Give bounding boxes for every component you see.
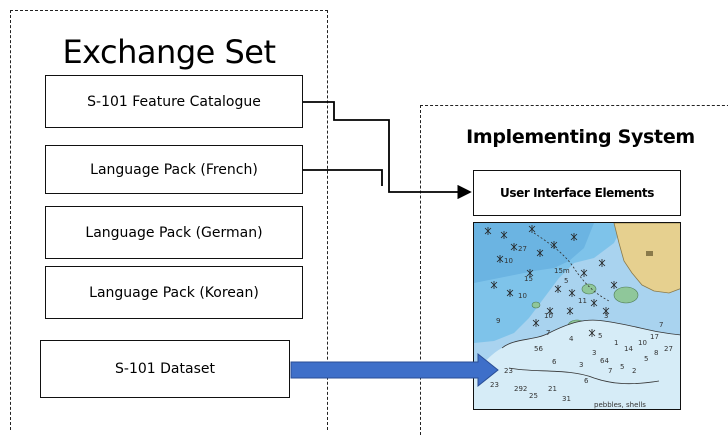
depth-sounding: 15m	[554, 267, 570, 275]
s101-dataset-box: S-101 Dataset	[40, 340, 290, 398]
island-1	[581, 283, 597, 295]
implementing-system-title: Implementing System	[466, 126, 695, 148]
depth-sounding: 4	[569, 335, 574, 343]
rock-icon	[510, 243, 518, 251]
depth-sounding: 7	[546, 329, 550, 337]
rock-icon	[546, 307, 554, 315]
rock-icon	[496, 255, 504, 263]
depth-sounding: 6	[584, 377, 589, 385]
ui-elements-label: User Interface Elements	[500, 186, 654, 200]
lower-contour-line	[508, 367, 660, 385]
exchange-set-title: Exchange Set	[62, 33, 276, 71]
depth-sounding: 11	[578, 297, 587, 305]
rock-icon	[484, 227, 492, 235]
rock-icon	[532, 319, 540, 327]
depth-sounding: 10	[544, 312, 553, 320]
rock-icon	[568, 289, 576, 297]
depth-sounding: 27	[518, 245, 527, 253]
depth-sounding: 17	[650, 333, 659, 341]
depth-sounding: 1	[614, 339, 618, 347]
depth-sounding: 10	[518, 292, 527, 300]
depth-sounding: 64	[600, 357, 609, 365]
rock-icon	[598, 259, 606, 267]
depth-sounding: 5	[598, 332, 602, 340]
depth-sounding: 23	[504, 367, 513, 375]
rock-icon	[580, 269, 588, 277]
depth-sounding: 9	[496, 317, 500, 325]
rock-icon	[550, 241, 558, 249]
language-pack-korean-box: Language Pack (Korean)	[45, 266, 303, 319]
depth-sounding: 3	[579, 361, 583, 369]
building-symbol	[646, 251, 653, 256]
rock-icon	[566, 307, 574, 315]
depth-sounding: 5	[620, 363, 624, 371]
language-pack-french-label: Language Pack (French)	[90, 161, 258, 178]
depth-contour-line	[501, 319, 680, 349]
island-5	[531, 301, 541, 309]
rock-icon	[590, 299, 598, 307]
depth-sounding: 6	[552, 358, 557, 366]
rock-icon	[490, 281, 498, 289]
depth-sounding: 5	[564, 277, 568, 285]
rock-icon	[602, 307, 610, 315]
rock-icon	[536, 249, 544, 257]
depth-sounding: 21	[548, 385, 557, 393]
language-pack-german-box: Language Pack (German)	[45, 206, 303, 259]
language-pack-korean-label: Language Pack (Korean)	[89, 284, 259, 301]
rock-icon	[610, 281, 618, 289]
rock-symbols	[484, 225, 618, 337]
s101-dataset-label: S-101 Dataset	[115, 361, 215, 377]
language-pack-french-box: Language Pack (French)	[45, 145, 303, 194]
rock-icon	[500, 231, 508, 239]
depth-sounding: 3	[604, 312, 608, 320]
depth-sounding: 14	[624, 345, 633, 353]
depth-sounding: 23	[490, 381, 499, 389]
depth-sounding: 25	[529, 392, 538, 400]
island-2	[613, 286, 639, 304]
depth-sounding: 7	[659, 321, 663, 329]
depth-sounding: 27	[664, 345, 673, 353]
depth-sounding: 56	[534, 345, 543, 353]
language-pack-german-label: Language Pack (German)	[85, 224, 263, 241]
depth-sounding: 7	[608, 367, 612, 375]
dotted-limit-line	[533, 232, 610, 302]
depth-sounding: 15	[524, 275, 533, 283]
seabed-annotation: pebbles, shells	[594, 401, 646, 409]
rock-icon	[526, 269, 534, 277]
outer-water-area	[474, 320, 680, 409]
land-area	[613, 223, 680, 294]
depth-sounding: 31	[562, 395, 571, 403]
depth-sounding: 292	[514, 385, 527, 393]
exchange-set-group: Exchange Set	[10, 10, 328, 430]
depth-sounding: 2	[632, 367, 636, 375]
rock-icon	[554, 285, 562, 293]
feature-catalogue-label: S-101 Feature Catalogue	[87, 93, 261, 110]
rock-icon	[588, 329, 596, 337]
depth-sounding: 3	[592, 349, 596, 357]
rock-icon	[528, 225, 536, 233]
depth-sounding: 5	[644, 355, 648, 363]
rock-icon	[570, 233, 578, 241]
depth-sounding: 10	[638, 339, 647, 347]
rock-icon	[506, 289, 514, 297]
depth-sounding: 10	[504, 257, 513, 265]
ui-elements-box: User Interface Elements	[473, 170, 681, 216]
depth-sounding: 8	[654, 349, 658, 357]
implementing-system-group: Implementing System	[420, 105, 728, 435]
feature-catalogue-box: S-101 Feature Catalogue	[45, 75, 303, 128]
